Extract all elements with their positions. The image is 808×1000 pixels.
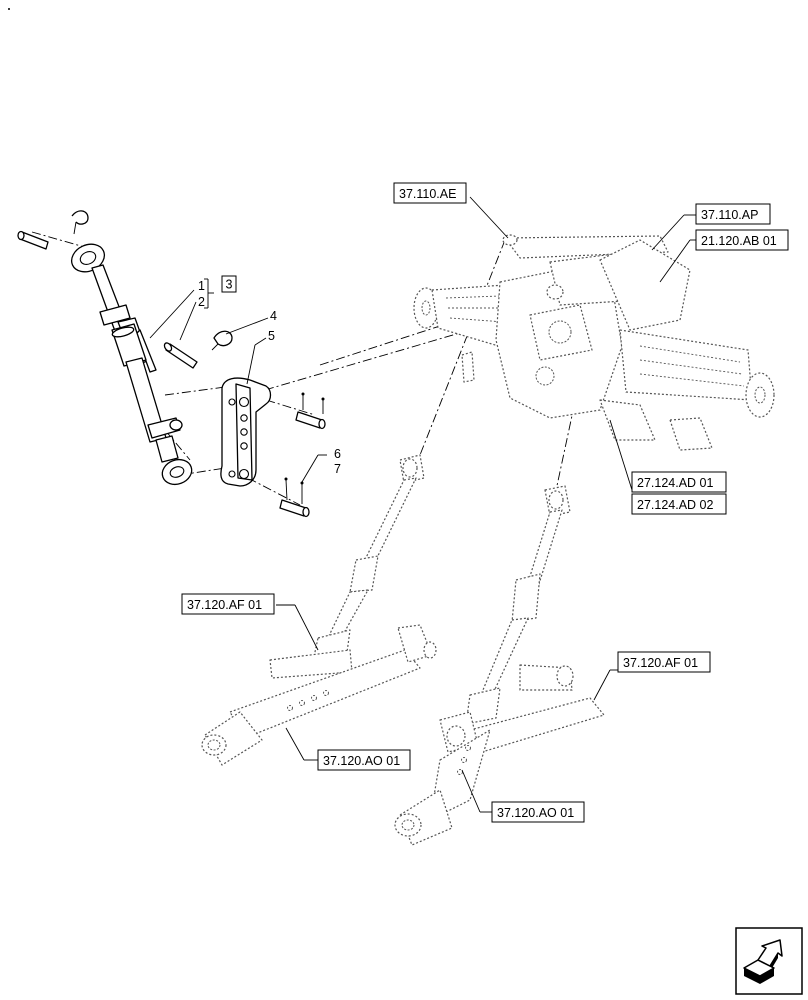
item-number-7: 7 [334, 462, 341, 476]
bracket-upper-pin [295, 392, 326, 430]
next-page-arrow-icon[interactable] [735, 927, 803, 995]
svg-text:27.124.AD 01: 27.124.AD 01 [637, 476, 713, 490]
phantom-lines [31, 231, 586, 506]
svg-text:37.120.AO 01: 37.120.AO 01 [323, 754, 400, 768]
callout-37-120-af-01-right[interactable]: 37.120.AF 01 [617, 651, 711, 673]
top-link-lynch-pin [71, 210, 89, 235]
svg-text:37.120.AF 01: 37.120.AF 01 [187, 598, 262, 612]
item-number-2: 2 [198, 295, 205, 309]
callout-37-110-ap[interactable]: 37.110.AP [695, 203, 771, 225]
lynch-pin-item-4 [211, 330, 233, 351]
item-number-5: 5 [268, 329, 275, 343]
top-link-lower-tube [125, 357, 183, 443]
svg-text:37.110.AP: 37.110.AP [701, 208, 758, 222]
callout-37-110-ae[interactable]: 37.110.AE [393, 182, 467, 204]
item-numbers: 1 2 3 4 5 6 7 [198, 275, 341, 476]
right-lower-link [394, 664, 605, 846]
top-link-lower-ball-end [155, 435, 193, 486]
callout-37-120-ao-01-left[interactable]: 37.120.AO 01 [317, 749, 411, 771]
item-leaders [149, 278, 327, 483]
svg-text:21.120.AB 01: 21.120.AB 01 [701, 234, 777, 248]
right-lift-rod [465, 485, 571, 725]
callout-21-120-ab-01[interactable]: 21.120.AB 01 [695, 229, 789, 251]
callout-27-124-ad-02[interactable]: 27.124.AD 02 [631, 493, 727, 515]
rear-axle-housing [413, 234, 775, 451]
svg-text:37.120.AF 01: 37.120.AF 01 [623, 656, 698, 670]
svg-text:37.110.AE: 37.110.AE [399, 187, 456, 201]
reference-leaders [276, 196, 700, 813]
reference-callouts: 37.110.AE 37.110.AP 21.120.AB 01 27.124.… [181, 182, 789, 823]
item-number-3: 3 [226, 278, 233, 292]
corner-mark [8, 8, 10, 10]
svg-text:37.120.AO 01: 37.120.AO 01 [497, 806, 574, 820]
top-link-barrel [111, 323, 147, 367]
top-link-assembly [17, 210, 193, 486]
callout-37-120-af-01-left[interactable]: 37.120.AF 01 [181, 593, 275, 615]
item-number-4: 4 [270, 309, 277, 323]
item-number-1: 1 [198, 279, 205, 293]
bracket-lower-pin [279, 477, 310, 518]
callout-37-120-ao-01-right[interactable]: 37.120.AO 01 [491, 801, 585, 823]
left-axle-ribs [445, 295, 505, 323]
callout-27-124-ad-01[interactable]: 27.124.AD 01 [631, 471, 727, 493]
item-number-6: 6 [334, 447, 341, 461]
svg-text:27.124.AD 02: 27.124.AD 02 [637, 498, 713, 512]
top-link-upper-pin [17, 230, 49, 250]
item-number-3-box [221, 275, 237, 293]
top-link-upper-ball-end [70, 243, 106, 273]
right-axle-ribs [639, 345, 745, 387]
pin-item-4 [163, 342, 198, 369]
left-lower-link [201, 624, 437, 766]
bracket-plate [220, 377, 272, 487]
